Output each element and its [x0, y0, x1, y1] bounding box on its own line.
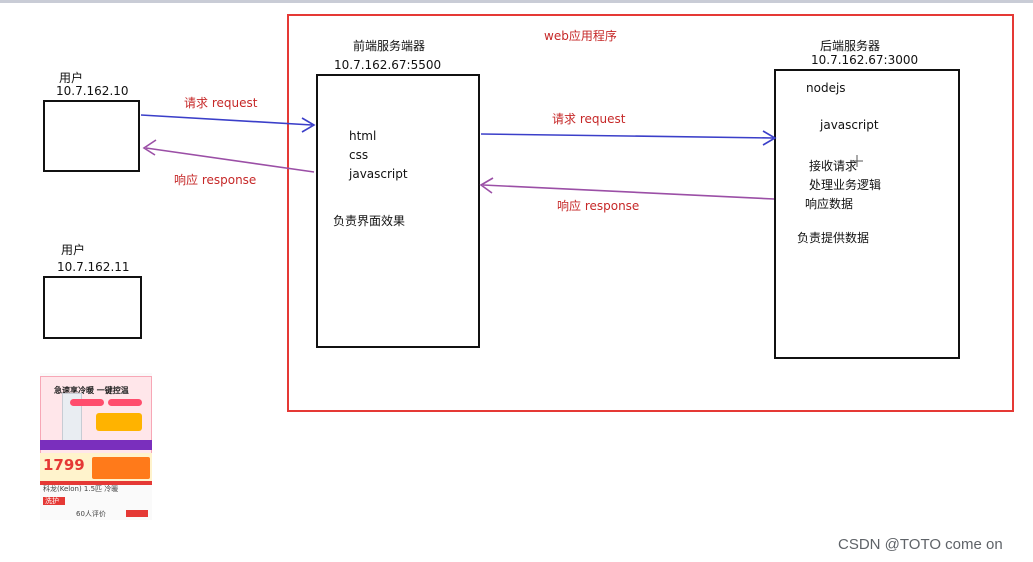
ad-buy-button[interactable] — [126, 510, 148, 517]
response-arrow-left — [144, 140, 314, 172]
ad-promo-badge — [96, 413, 142, 431]
ad-product-name: 科龙(Kelon) 1.5匹 冷暖 — [43, 484, 118, 494]
request-arrow-left — [141, 115, 314, 132]
ad-badge-left-text: 洗护 — [45, 496, 59, 506]
request-arrow-right — [481, 131, 775, 145]
ad-sold-count: 60人评价 — [76, 509, 106, 519]
cursor-icon — [851, 155, 863, 167]
ad-tag-1 — [70, 399, 104, 406]
response-arrow-right — [481, 178, 774, 199]
ad-discount-block — [92, 457, 150, 479]
ad-price: 1799 — [43, 456, 85, 474]
ad-purple-bar — [40, 440, 152, 450]
product-ad-thumbnail[interactable]: 急速享冷暖 一键控温 1799 科龙(Kelon) 1.5匹 冷暖 洗护 60人… — [40, 373, 152, 520]
csdn-watermark: CSDN @TOTO come on — [838, 536, 1003, 553]
ad-tag-2 — [108, 399, 142, 406]
